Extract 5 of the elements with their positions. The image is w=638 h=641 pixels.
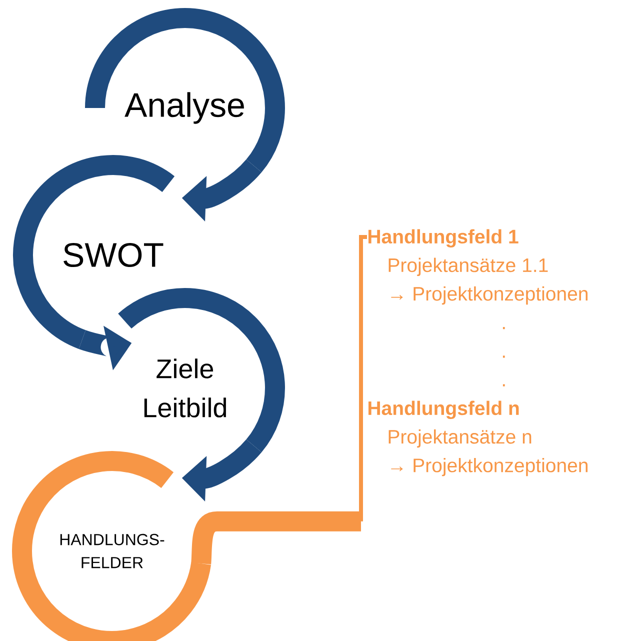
step-label: Ziele Leitbild (144, 358, 226, 418)
step-label: Analyse (124, 92, 244, 124)
step-label: HANDLUNGS- FELDER (60, 534, 164, 568)
bracket-list: Handlungsfeld 1 Projektansätze 1.1 → Projektkonzeptionen . . . Handlungsfeld n Projektansätze n → Projektkonzeptionen (359, 229, 588, 522)
step-label: SWOT (64, 242, 164, 268)
